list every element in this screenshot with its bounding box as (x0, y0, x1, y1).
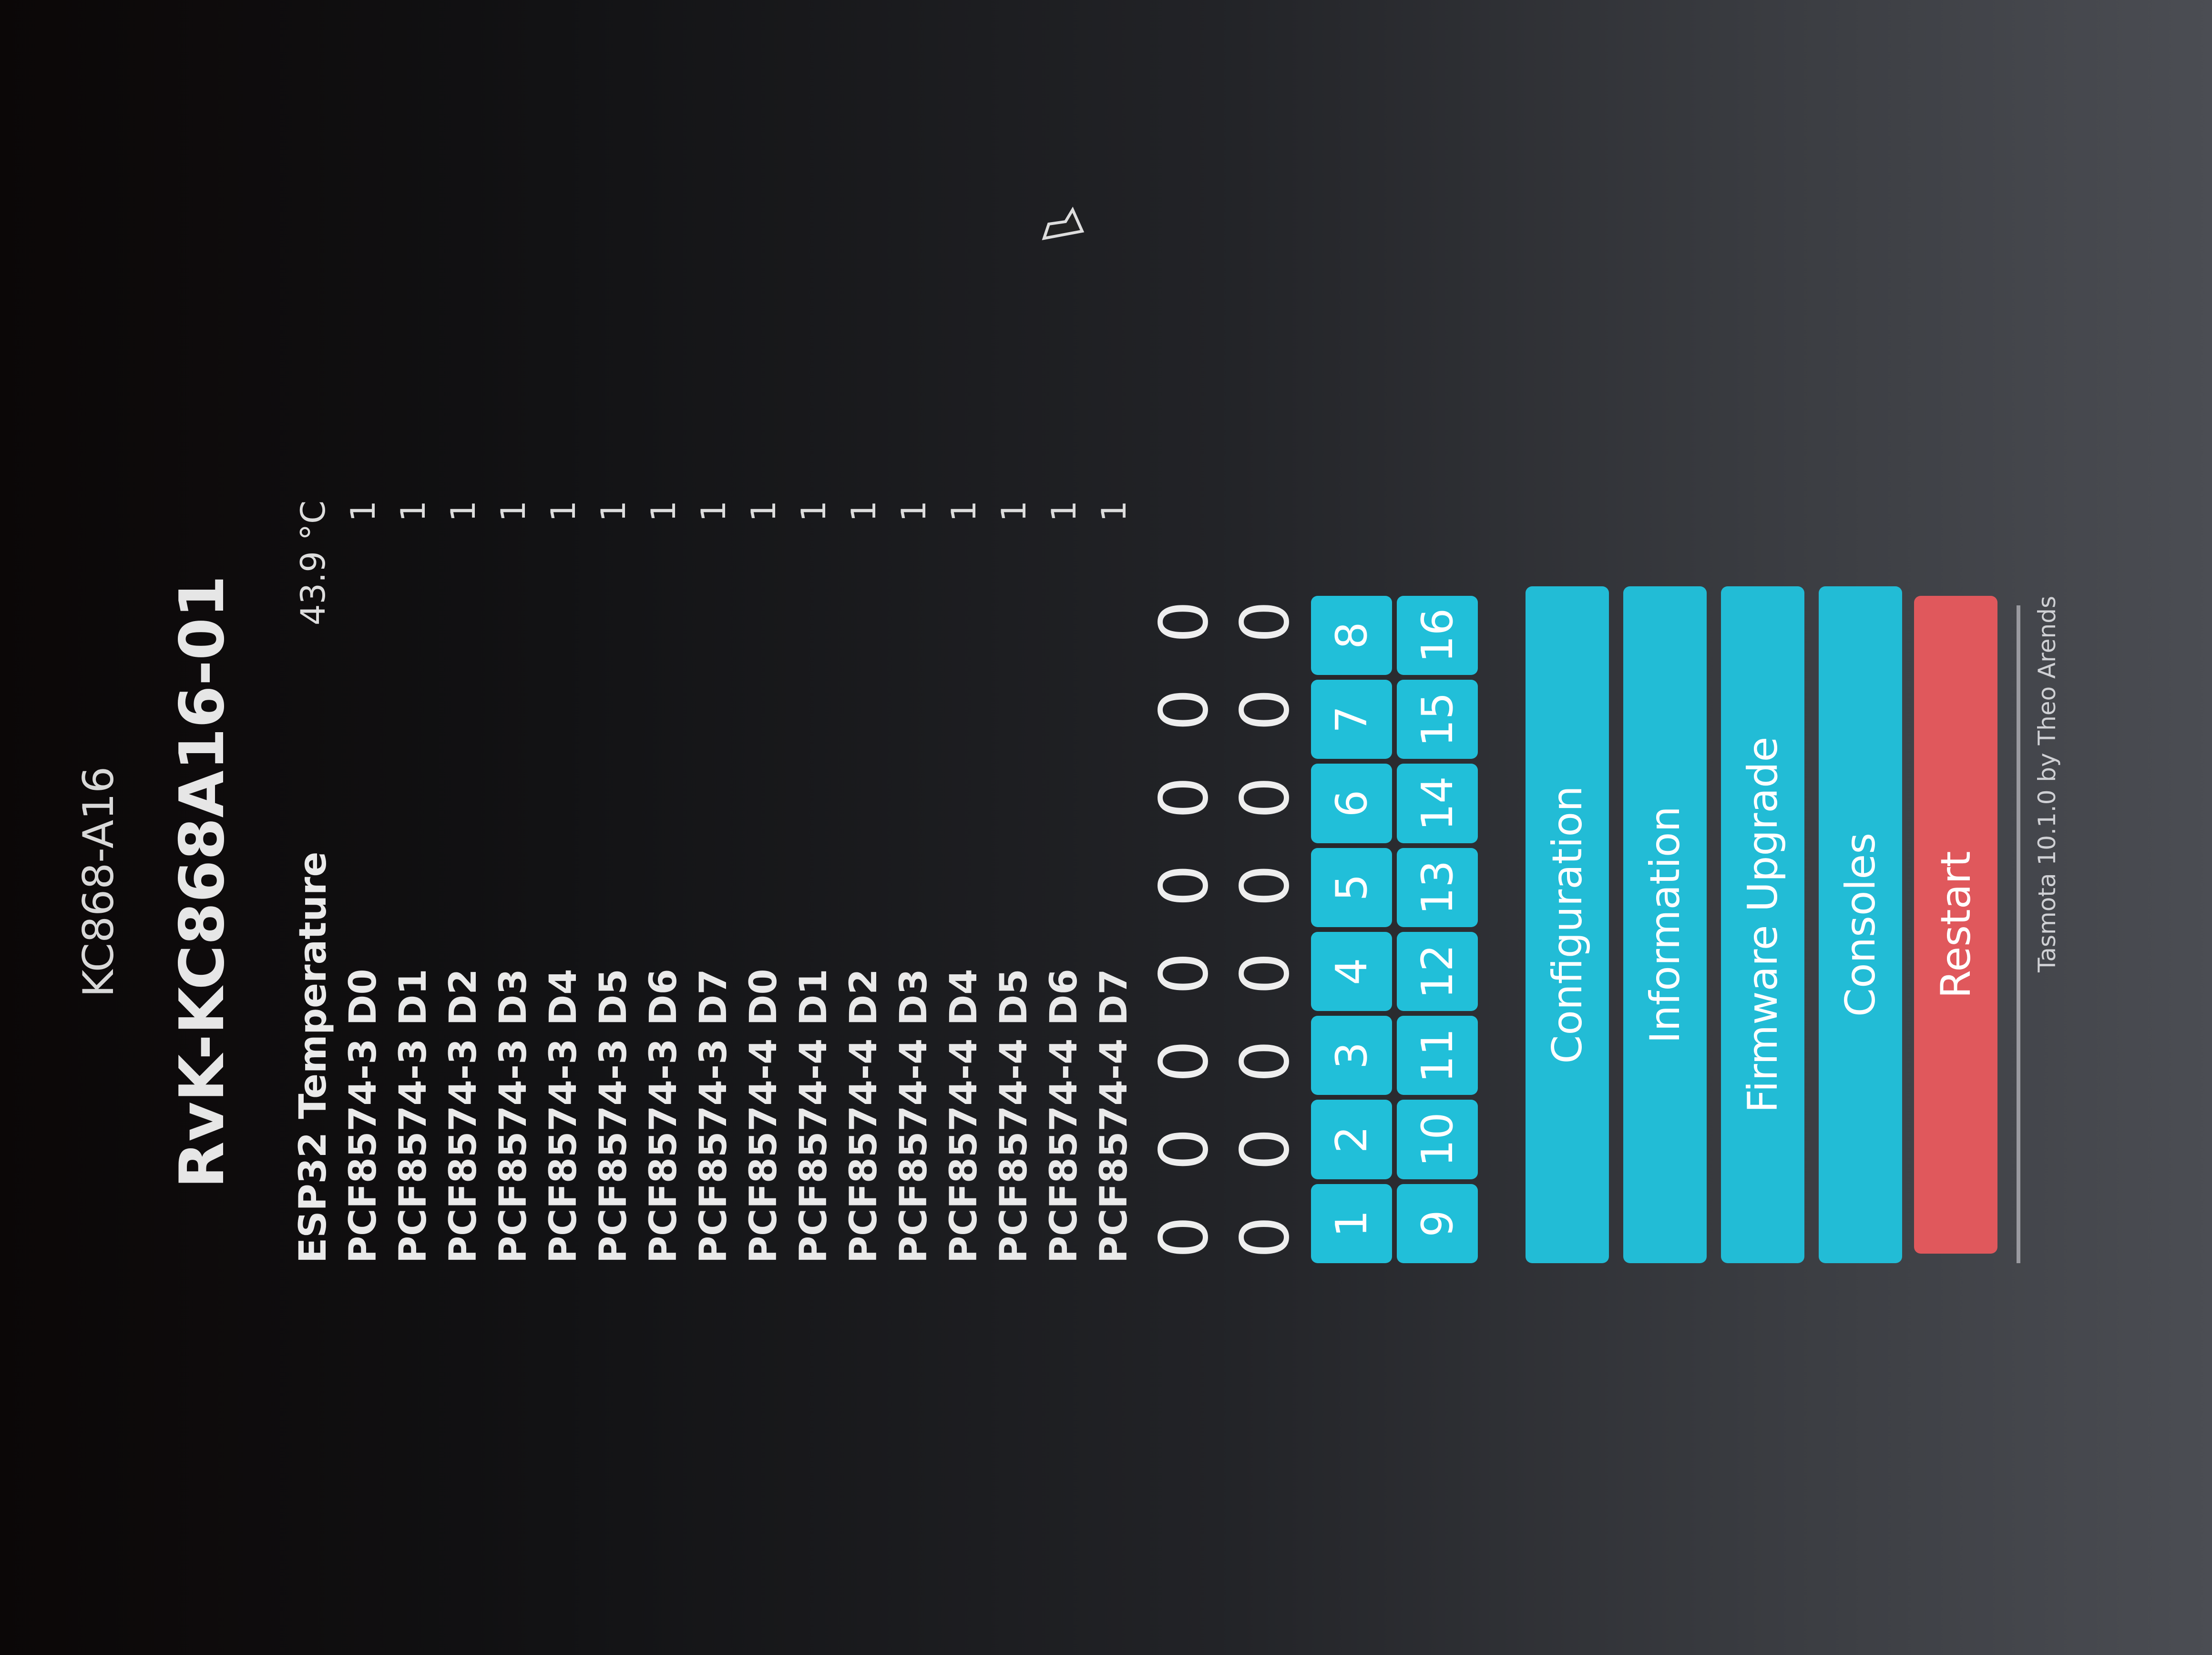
sensor-row: PCF8574-4 D0 1 (739, 501, 789, 1263)
sensor-value: 1 (644, 501, 683, 522)
device-name: RvK-KC868A16-01 (167, 575, 238, 1189)
sensor-label: PCF8574-4 D4 (942, 969, 985, 1263)
sensor-label: ESP32 Temperature (292, 851, 335, 1263)
sensor-row: PCF8574-4 D3 1 (889, 501, 939, 1263)
relay-state: 0 (1146, 776, 1223, 819)
relay-toggle-button[interactable]: 8 (1311, 596, 1392, 675)
sensor-row: PCF8574-4 D2 1 (839, 501, 889, 1263)
sensor-value: 1 (544, 501, 583, 522)
sensor-row: PCF8574-4 D7 1 (1089, 501, 1139, 1263)
relay-state-row: 0 0 0 0 0 0 0 0 (1146, 601, 1223, 1258)
relay-toggle-button[interactable]: 9 (1397, 1184, 1478, 1263)
relay-toggle-button[interactable]: 15 (1397, 680, 1478, 759)
relay-state: 0 (1146, 1040, 1223, 1083)
sensor-value: 1 (744, 501, 783, 522)
sensor-label: PCF8574-4 D7 (1093, 969, 1136, 1263)
sensor-value: 1 (694, 501, 733, 522)
sensor-label: PCF8574-3 D6 (642, 969, 685, 1263)
sensor-row: PCF8574-3 D2 1 (439, 501, 489, 1263)
sensor-row: PCF8574-3 D3 1 (489, 501, 539, 1263)
relay-state: 0 (1146, 1216, 1223, 1258)
sensor-value: 1 (444, 501, 483, 522)
relay-state: 0 (1146, 601, 1223, 644)
relay-toggle-button[interactable]: 6 (1311, 764, 1392, 843)
sensor-value: 1 (394, 501, 433, 522)
sensor-row: PCF8574-4 D5 1 (989, 501, 1039, 1263)
sensor-row: PCF8574-3 D4 1 (539, 501, 589, 1263)
sensor-value: 1 (994, 501, 1034, 522)
relay-toggle-button[interactable]: 5 (1311, 848, 1392, 927)
sensor-value: 1 (844, 501, 883, 522)
relay-toggle-button[interactable]: 1 (1311, 1184, 1392, 1263)
sensor-row: PCF8574-4 D1 1 (789, 501, 839, 1263)
sensor-value: 1 (1045, 501, 1084, 522)
sensor-row: PCF8574-3 D5 1 (589, 501, 639, 1263)
sensor-value: 1 (494, 501, 533, 522)
relay-state: 0 (1227, 688, 1304, 731)
sensor-value: 1 (944, 501, 983, 522)
sensor-row: PCF8574-4 D4 1 (939, 501, 989, 1263)
relay-toggle-button[interactable]: 4 (1311, 932, 1392, 1011)
sensor-label: PCF8574-4 D1 (792, 969, 835, 1263)
sensor-label: PCF8574-4 D2 (842, 969, 885, 1263)
sensor-row: PCF8574-4 D6 1 (1039, 501, 1089, 1263)
consoles-button[interactable]: Consoles (1819, 586, 1902, 1263)
relay-toggle-button[interactable]: 11 (1397, 1016, 1478, 1095)
sensor-row: PCF8574-3 D6 1 (639, 501, 689, 1263)
relay-state: 0 (1227, 776, 1304, 819)
sensor-value: 1 (894, 501, 933, 522)
relay-state: 0 (1227, 1040, 1304, 1083)
relay-state: 0 (1146, 1128, 1223, 1171)
relay-toggle-button[interactable]: 3 (1311, 1016, 1392, 1095)
relay-state: 0 (1146, 864, 1223, 907)
relay-state: 0 (1227, 952, 1304, 995)
sensor-label: PCF8574-4 D3 (892, 969, 935, 1263)
sensor-label: PCF8574-3 D2 (442, 969, 485, 1263)
restart-button[interactable]: Restart (1914, 596, 1997, 1254)
sensor-value: 1 (794, 501, 833, 522)
sensor-label: PCF8574-3 D7 (692, 969, 735, 1263)
relay-state: 0 (1227, 1128, 1304, 1171)
relay-state: 0 (1227, 1216, 1304, 1258)
sensor-row: PCF8574-3 D1 1 (389, 501, 439, 1263)
sensor-label: PCF8574-4 D5 (993, 969, 1035, 1263)
information-button[interactable]: Information (1623, 586, 1707, 1263)
relay-toggle-button[interactable]: 14 (1397, 764, 1478, 843)
sensor-label: PCF8574-3 D1 (392, 969, 435, 1263)
sensor-label: PCF8574-3 D3 (492, 969, 535, 1263)
relay-toggle-button[interactable]: 7 (1311, 680, 1392, 759)
sensor-label: PCF8574-4 D0 (742, 969, 785, 1263)
relay-state: 0 (1146, 688, 1223, 731)
module-name: KC868-A16 (74, 766, 123, 998)
firmware-upgrade-button[interactable]: Firmware Upgrade (1721, 586, 1804, 1263)
mouse-cursor-icon (1042, 206, 1085, 240)
relay-state: 0 (1227, 601, 1304, 644)
relay-toggle-button[interactable]: 10 (1397, 1100, 1478, 1179)
sensor-row: PCF8574-3 D7 1 (689, 501, 739, 1263)
footer-divider (2017, 605, 2020, 1263)
relay-toggle-button[interactable]: 16 (1397, 596, 1478, 675)
sensor-value: 1 (594, 501, 633, 522)
sensor-value: 1 (1095, 501, 1134, 522)
sensor-label: PCF8574-3 D5 (592, 969, 635, 1263)
sensor-label: PCF8574-3 D4 (542, 969, 585, 1263)
configuration-button[interactable]: Configuration (1526, 586, 1609, 1263)
sensor-label: PCF8574-3 D0 (342, 969, 385, 1263)
footer-text: Tasmota 10.1.0 by Theo Arends (2033, 596, 2061, 972)
relay-toggle-button[interactable]: 12 (1397, 932, 1478, 1011)
relay-toggle-button[interactable]: 13 (1397, 848, 1478, 927)
sensor-label: PCF8574-4 D6 (1043, 969, 1086, 1263)
relay-toggle-button[interactable]: 2 (1311, 1100, 1392, 1179)
tasmota-page: KC868-A16 RvK-KC868A16-01 ESP32 Temperat… (64, 477, 2067, 1287)
sensor-row: ESP32 Temperature 43.9 °C (288, 501, 338, 1263)
relay-state: 0 (1227, 864, 1304, 907)
relay-state: 0 (1146, 952, 1223, 995)
sensor-value: 43.9 °C (294, 501, 333, 625)
sensor-value: 1 (344, 501, 383, 522)
sensor-row: PCF8574-3 D0 1 (338, 501, 389, 1263)
relay-state-row: 0 0 0 0 0 0 0 0 (1227, 601, 1304, 1258)
